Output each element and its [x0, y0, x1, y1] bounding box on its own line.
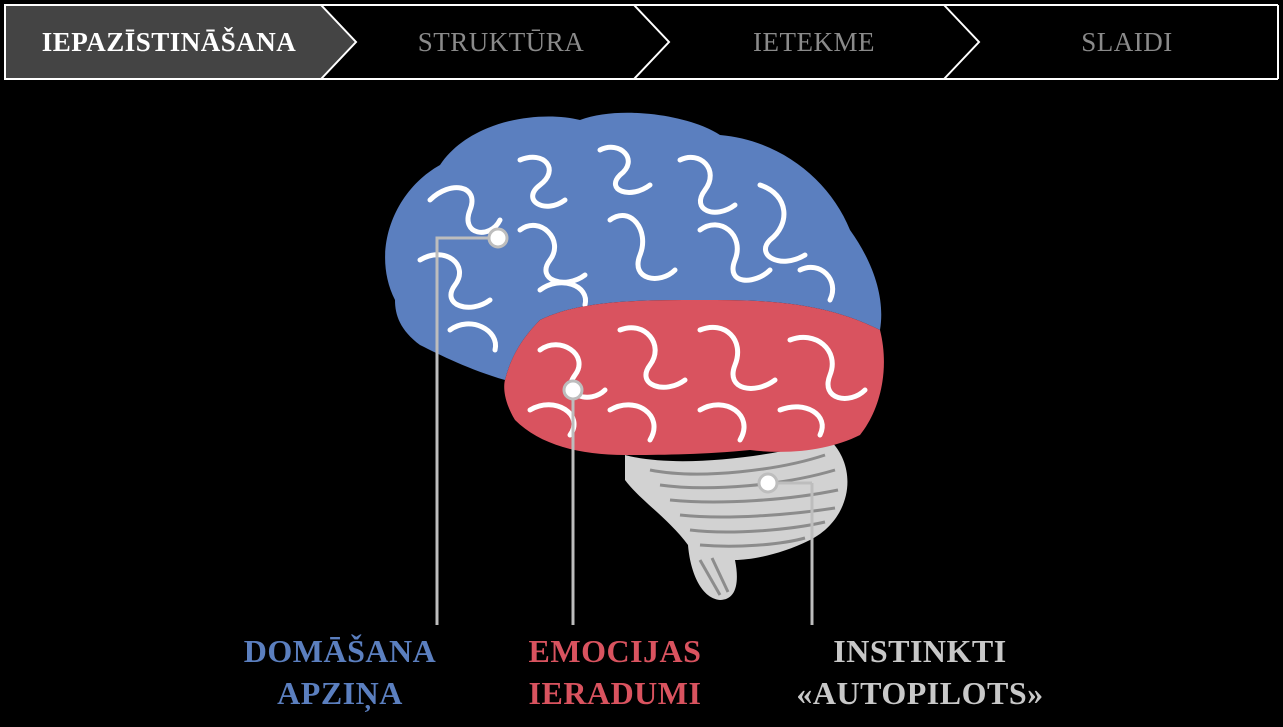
steps-nav: IEPAZĪSTINĀŠANA STRUKTŪRA IETEKME SLAIDI: [4, 4, 1279, 80]
instincts-marker-dot: [757, 472, 779, 494]
thinking-marker-dot: [487, 227, 509, 249]
caption-instincts-line1: INSTINKTI: [833, 633, 1007, 669]
caption-instincts-line2: «AUTOPILOTS»: [796, 675, 1044, 711]
caption-thinking-line1: DOMĀŠANA: [243, 633, 437, 669]
caption-emotions: EMOCIJAS IERADUMI: [490, 630, 740, 714]
cerebellum-shape: [625, 440, 848, 600]
caption-emotions-line2: IERADUMI: [528, 675, 702, 711]
limbic-shape: [504, 300, 884, 455]
caption-instincts: INSTINKTI «AUTOPILOTS»: [755, 630, 1085, 714]
step-slaidi[interactable]: SLAIDI: [1081, 26, 1173, 57]
emotions-marker-dot: [562, 379, 584, 401]
step-iepazistinasana[interactable]: IEPAZĪSTINĀŠANA: [41, 26, 297, 57]
cortex-shape: [385, 112, 882, 381]
step-ietekme[interactable]: IETEKME: [753, 26, 875, 57]
caption-emotions-line1: EMOCIJAS: [528, 633, 702, 669]
steps-chevrons: [4, 4, 1279, 80]
leader-lines: [435, 236, 814, 625]
caption-thinking-line2: APZIŅA: [277, 675, 403, 711]
step-struktura[interactable]: STRUKTŪRA: [417, 26, 585, 57]
caption-thinking: DOMĀŠANA APZIŅA: [215, 630, 465, 714]
